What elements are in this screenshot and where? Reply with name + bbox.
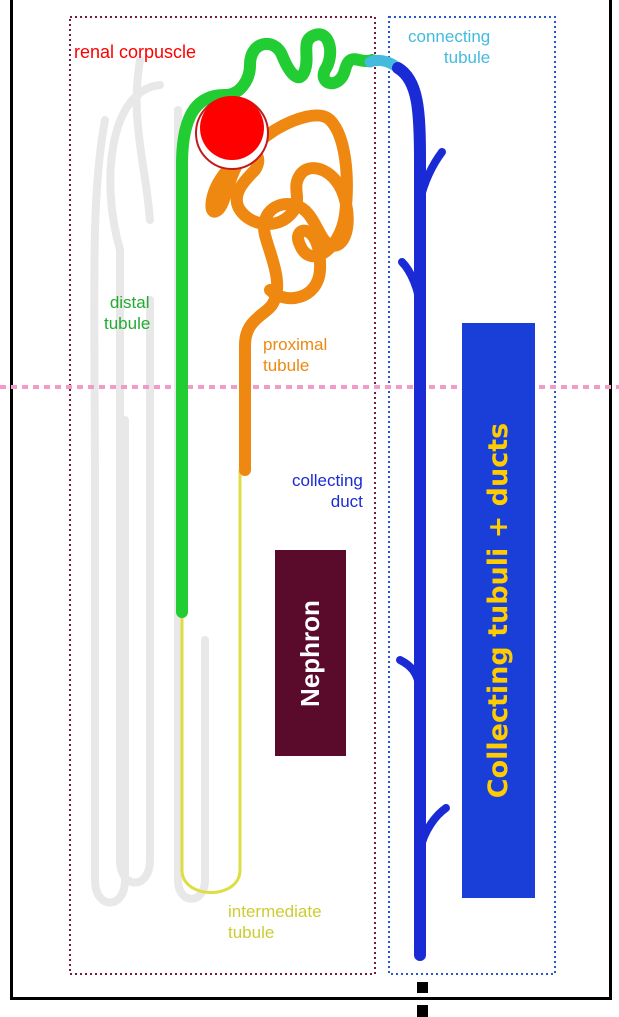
nephron-box: Nephron <box>275 550 346 756</box>
collecting-duct-label-line2: duct <box>330 492 363 511</box>
nephron-box-label: Nephron <box>295 599 326 707</box>
renal-corpuscle-label: renal corpuscle <box>74 42 197 62</box>
faded-background-nephrons <box>90 56 209 907</box>
collecting-duct-label-line1: collecting <box>292 471 363 490</box>
intermediate-tubule <box>180 470 242 894</box>
collecting-frame <box>388 16 556 975</box>
proximal-tubule-label-line1: proximal <box>263 335 328 354</box>
intermediate-tubule-label-line2: tubule <box>228 923 275 942</box>
collecting-tubuli-box-label: Collecting tubuli + ducts <box>483 422 515 799</box>
connecting-tubule-label-line2: tubule <box>443 48 491 67</box>
bottom-marker <box>417 982 428 993</box>
distal-tubule-label: distal tubule <box>104 292 150 334</box>
collecting-tubuli-box: Collecting tubuli + ducts <box>462 323 535 898</box>
bottom-marker-2 <box>417 1005 428 1017</box>
proximal-tubule-label-line2: tubule <box>263 356 310 375</box>
outer-frame <box>10 0 612 1000</box>
intermediate-tubule-label-line1: intermediate <box>228 902 322 921</box>
distal-tubule <box>176 28 378 618</box>
collecting-duct-label: collecting duct <box>292 470 363 512</box>
distal-tubule-label-line1: distal <box>109 293 150 312</box>
connecting-tubule-label: connecting tubule <box>408 26 490 68</box>
collecting-duct <box>392 62 450 961</box>
intermediate-tubule-label: intermediate tubule <box>228 901 322 943</box>
proximal-tubule-label: proximal tubule <box>263 334 327 376</box>
renal-corpuscle <box>200 96 264 160</box>
distal-tubule-label-line2: tubule <box>104 314 151 333</box>
connecting-tubule-label-line1: connecting <box>408 27 491 46</box>
nephron-frame <box>69 16 376 975</box>
proximal-tubule <box>205 109 354 476</box>
